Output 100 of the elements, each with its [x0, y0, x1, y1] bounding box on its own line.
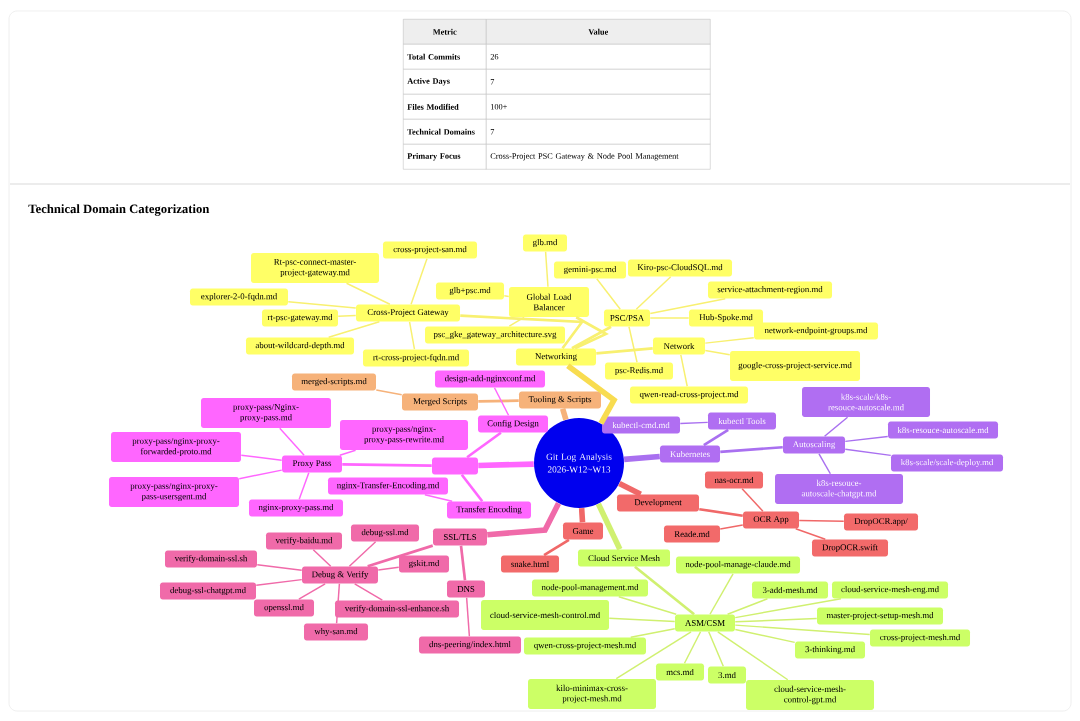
connector-line	[508, 316, 525, 327]
topic-box: k8s-resouce-autoscale-chatgpt.md	[775, 474, 903, 504]
topic-box: proxy-pass/nginx-proxy-pass-usersgent.md	[109, 477, 239, 507]
connector-line	[734, 617, 818, 623]
connector-line	[377, 566, 400, 571]
topic-box: proxy-pass/Nginx-proxy-pass.md	[201, 398, 331, 428]
connector-line	[478, 461, 534, 469]
connector-line	[566, 363, 618, 425]
connector-line	[823, 416, 849, 437]
connector-line	[818, 453, 832, 475]
connector-line	[634, 565, 695, 616]
connector-line	[615, 631, 692, 680]
table-cell: Files Modified	[403, 94, 487, 120]
connector-line	[240, 454, 283, 461]
connector-line	[596, 347, 653, 355]
connector-line	[628, 326, 638, 363]
connector-line	[844, 435, 889, 443]
connector-line	[279, 427, 305, 456]
connector-line	[503, 295, 510, 298]
connector-line	[493, 387, 510, 416]
table-cell: Total Commits	[403, 44, 487, 70]
connector-line	[544, 251, 549, 288]
connector-line	[734, 598, 842, 619]
table-cell: Active Days	[403, 69, 487, 95]
connector-line	[559, 407, 569, 421]
connector-line	[618, 596, 677, 615]
connector-line	[337, 314, 357, 317]
topic-box: cloud-service-mesh-control.md	[481, 600, 609, 630]
connector-line	[578, 508, 586, 523]
connector-line	[460, 473, 484, 503]
section-heading: Technical Domain Categorization	[28, 204, 210, 216]
connector-line	[298, 583, 326, 600]
connector-line	[342, 463, 432, 467]
connector-line	[649, 317, 690, 319]
connector-line	[844, 448, 892, 457]
connector-line	[717, 631, 789, 681]
connector-line	[683, 631, 702, 664]
connector-line	[798, 519, 845, 523]
topic-box: proxy-pass/nginx-proxy-pass-rewrite.md	[340, 420, 468, 450]
topic-box: Global Load Balancer	[509, 287, 589, 317]
connector-line	[595, 502, 623, 551]
connector-line	[574, 316, 609, 350]
connector-line	[635, 276, 672, 310]
connector-line	[708, 631, 725, 667]
connector-line	[238, 469, 283, 480]
connector-line	[465, 597, 471, 637]
connector-line	[339, 449, 357, 456]
connector-line	[741, 488, 764, 512]
connector-line	[345, 282, 391, 305]
connector-line	[367, 544, 434, 568]
connector-line	[709, 573, 734, 615]
connector-line	[623, 453, 660, 463]
connector-line	[699, 507, 743, 518]
connector-line	[327, 321, 381, 338]
connector-line	[571, 325, 612, 350]
topic-box: Rt-psc-connect-master-project-gateway.md	[251, 253, 379, 283]
connector-line	[543, 538, 570, 557]
connector-line	[287, 300, 357, 309]
connector-line	[410, 258, 428, 305]
node-label: Kiro-psc-CloudSQL.md	[637, 264, 723, 272]
connector-line	[680, 354, 688, 387]
connector-line	[734, 624, 871, 636]
topic-box: proxy-pass/nginx-proxy-forwarded-proto.md	[111, 432, 241, 462]
connector-line	[255, 578, 303, 586]
topic-box: k8s-scale/k8s-resouce-autoscale.md	[802, 387, 930, 417]
table-cell: Primary Focus	[403, 144, 487, 170]
connector-line	[466, 431, 502, 459]
connector-line	[298, 472, 310, 500]
connector-line	[734, 628, 796, 644]
connector-line	[335, 583, 341, 624]
connector-line	[312, 549, 332, 567]
connector-line	[618, 480, 642, 497]
connector-line	[719, 524, 744, 530]
table-cell: Metric	[403, 19, 487, 45]
connector-line	[704, 337, 755, 344]
connector-line	[703, 428, 729, 447]
connector-line	[487, 502, 562, 538]
node-label: gemini-psc.md	[564, 266, 617, 275]
connector-line	[726, 598, 769, 615]
connector-line	[353, 583, 384, 601]
connector-line	[679, 421, 709, 425]
connector-line	[720, 445, 783, 454]
connector-line	[375, 389, 403, 396]
topic-box: google-cross-project-service.md	[730, 351, 860, 381]
topic-box: cloud-service-mesh-control-gpt.md	[746, 680, 874, 710]
connector-line	[596, 278, 621, 310]
connector-line	[256, 564, 303, 571]
connector-line	[424, 494, 453, 502]
topic-box: kilo-minimax-cross-project-mesh.md	[528, 679, 656, 709]
connector-line	[478, 399, 519, 403]
connector-line	[630, 628, 676, 638]
connector-line	[348, 541, 377, 567]
connector-line	[460, 314, 585, 350]
connector-line	[649, 298, 726, 315]
connector-line	[459, 545, 467, 581]
connector-line	[608, 617, 676, 623]
connector-line	[704, 349, 731, 356]
connector-line	[795, 528, 826, 540]
connector-line	[408, 321, 416, 350]
table-cell: Technical Domains	[403, 119, 487, 145]
